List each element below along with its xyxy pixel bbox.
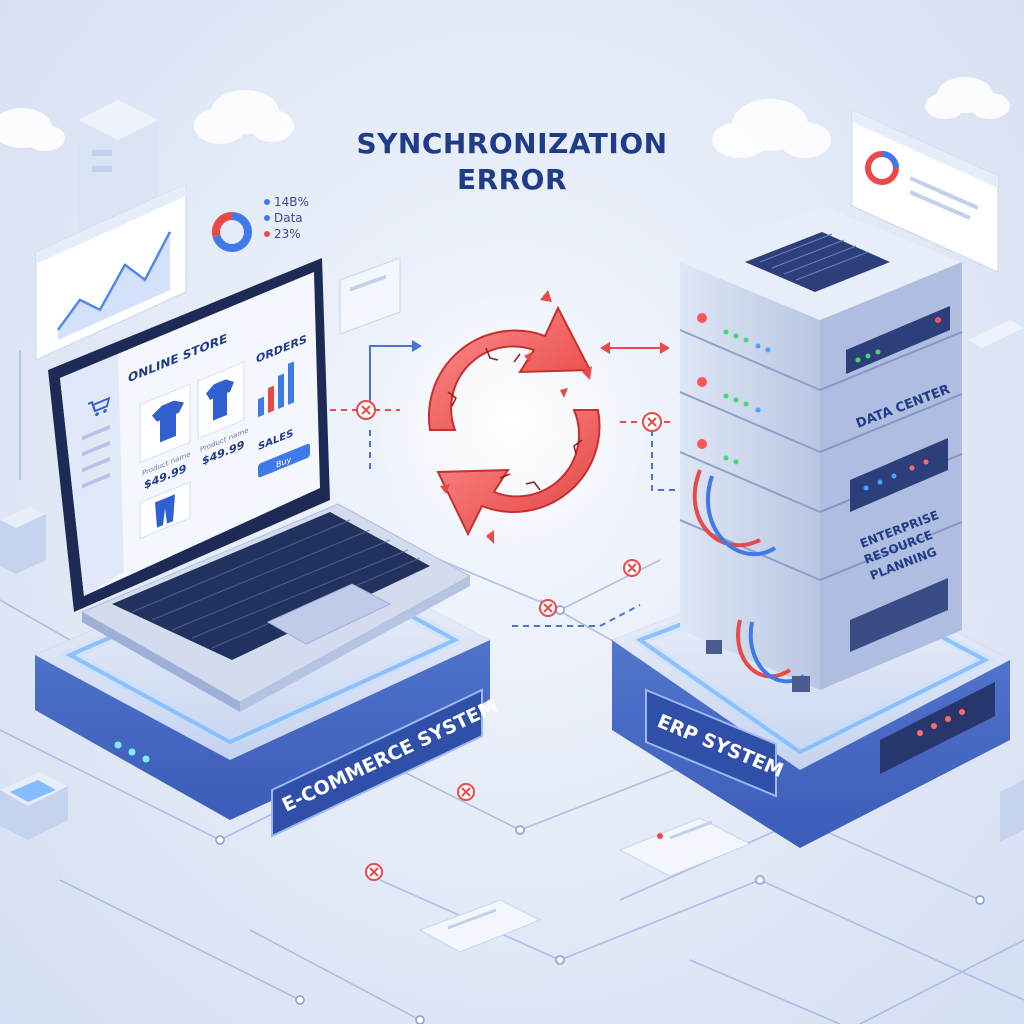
title-line: ERROR: [456, 163, 568, 196]
error-marker-icon: [539, 599, 557, 617]
ecommerce-label-plate: [271, 688, 483, 838]
stat-dots: [264, 199, 270, 237]
floor-card: [618, 817, 752, 877]
error-marker-icon: [356, 400, 376, 420]
page-title: SYNCHRONIZATION ERROR: [312, 126, 712, 198]
cloud-icon: [712, 99, 831, 158]
broken-sync-icon: [427, 290, 601, 544]
background-tower: [968, 320, 1024, 600]
sync-glow: [373, 280, 653, 560]
laptop: [48, 258, 472, 712]
device-cube: [0, 506, 46, 574]
cloud-icon: [925, 77, 1010, 119]
analytics-card: [35, 183, 187, 361]
title-line: SYNCHRONIZATION: [356, 127, 668, 160]
floor-card: [418, 899, 542, 953]
analytics-card: [851, 109, 999, 273]
error-marker-icon: [457, 783, 475, 801]
tshirt-icon: [206, 379, 234, 421]
buy-button[interactable]: [258, 443, 310, 478]
erp-label-plate: [645, 688, 777, 798]
error-marker-icon: [623, 559, 641, 577]
device-cube: [0, 772, 68, 840]
donut-chart: [212, 212, 252, 252]
stat-label: 23%: [274, 227, 301, 241]
cloud-icon: [194, 90, 294, 144]
pants-icon: [155, 494, 175, 528]
server-rack: [679, 206, 963, 692]
floating-card: [339, 257, 401, 335]
device-cube: [1000, 780, 1024, 842]
stat-label: Data: [274, 211, 303, 225]
error-marker-icon: [642, 412, 662, 432]
cart-icon: [88, 396, 111, 413]
stat-label: 14B%: [274, 195, 309, 209]
cloud-icon: [0, 108, 65, 151]
tshirt-icon: [152, 400, 184, 443]
error-marker-icon: [365, 863, 383, 881]
arrowheads: [412, 340, 670, 354]
